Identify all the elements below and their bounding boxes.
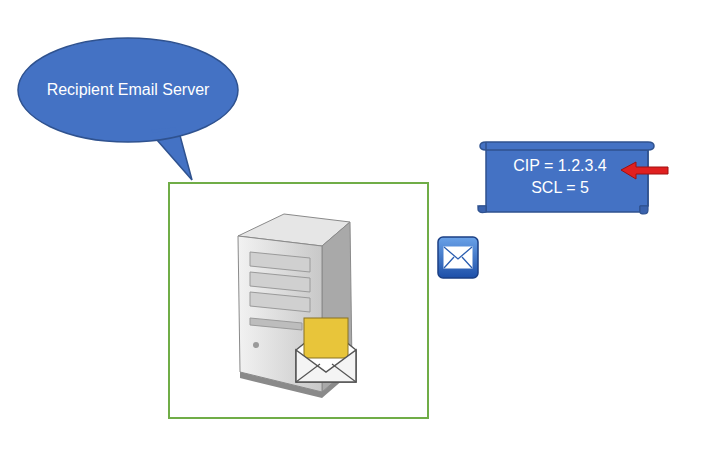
node-text: CIP = 1.2.3.4 (513, 155, 607, 177)
speech-bubble-label: Recipient Email Server (43, 77, 213, 103)
speech-bubble (18, 38, 238, 180)
scroll-shape (478, 142, 654, 214)
scroll-note: CIP = 1.2.3.4SCL = 5 (485, 153, 635, 201)
envelope-icon (296, 318, 356, 382)
node-text: SCL = 5 (531, 177, 589, 199)
mail-icon (438, 237, 478, 278)
server-frame (169, 183, 428, 418)
node-text: Recipient Email Server (47, 79, 210, 101)
pointer-arrow (621, 162, 668, 179)
